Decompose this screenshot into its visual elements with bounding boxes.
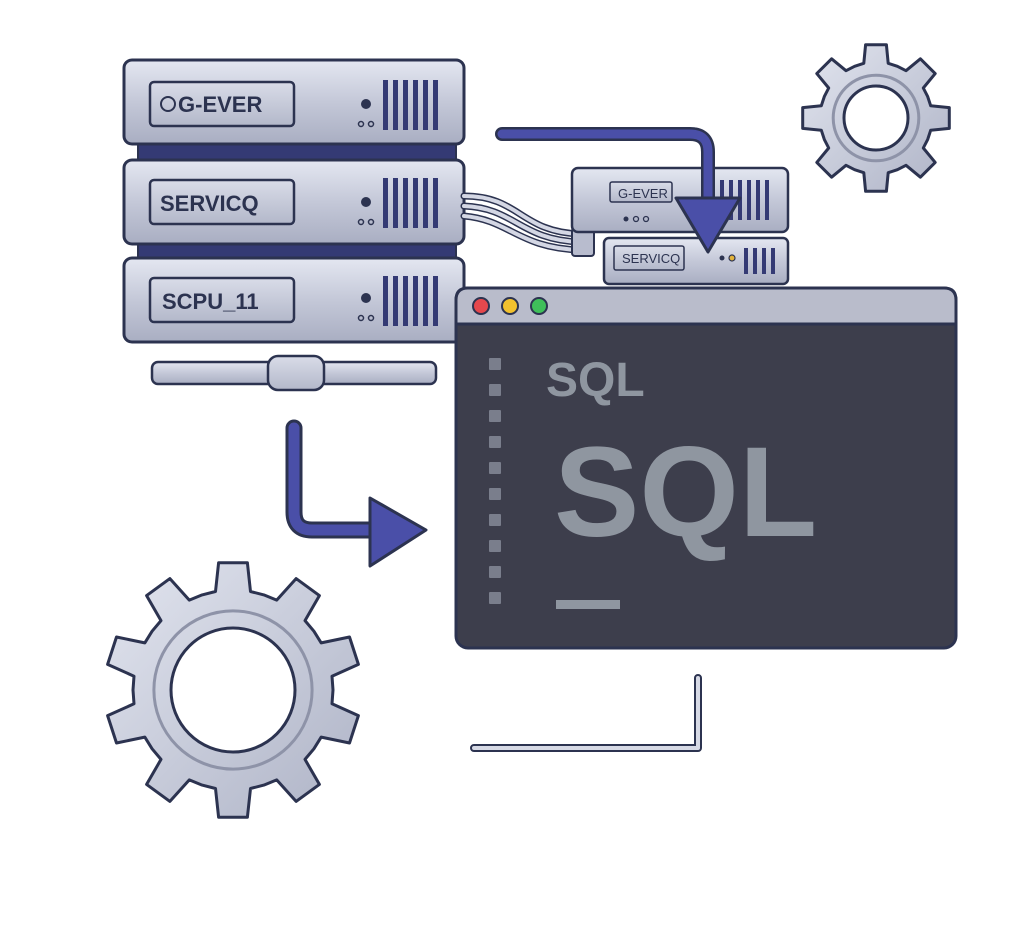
- line-number-gutter: [489, 358, 501, 604]
- terminal-title-bar: [454, 286, 958, 326]
- small-server-stack: G-EVER SERVICQ: [570, 166, 790, 286]
- close-button[interactable]: [472, 297, 490, 315]
- rack-stand: [150, 354, 438, 392]
- small-server-unit-servicq: SERVICQ: [602, 236, 790, 286]
- vent-grille: [383, 80, 438, 130]
- terminal-main-text: SQL: [554, 421, 817, 564]
- server-rack: G-EVER SERVICQ: [122, 58, 466, 392]
- network-cables: [460, 192, 595, 257]
- terminal-heading: SQL: [546, 354, 645, 407]
- server-label-scpu: SCPU_11: [162, 289, 259, 314]
- vent-grille: [383, 178, 438, 228]
- minimize-button[interactable]: [501, 297, 519, 315]
- sql-terminal-window: SQL SQL: [454, 286, 958, 650]
- server-label-geever: G-EVER: [178, 92, 262, 117]
- arrow-to-small-server: [495, 127, 742, 254]
- monitor-stand: [470, 674, 702, 752]
- maximize-button[interactable]: [530, 297, 548, 315]
- small-server-label-servicq: SERVICQ: [622, 251, 680, 266]
- small-server-label-geever: G-EVER: [618, 186, 668, 201]
- server-unit-servicq: SERVICQ: [122, 158, 466, 246]
- server-label-servicq: SERVICQ: [160, 191, 259, 216]
- gear-icon: [106, 561, 360, 819]
- server-unit-geever: G-EVER: [122, 58, 466, 146]
- server-unit-scpu: SCPU_11: [122, 256, 466, 344]
- gear-icon: [801, 43, 951, 193]
- vent-grille: [383, 276, 438, 326]
- arrow-to-terminal: [285, 419, 428, 568]
- cursor: [556, 600, 620, 609]
